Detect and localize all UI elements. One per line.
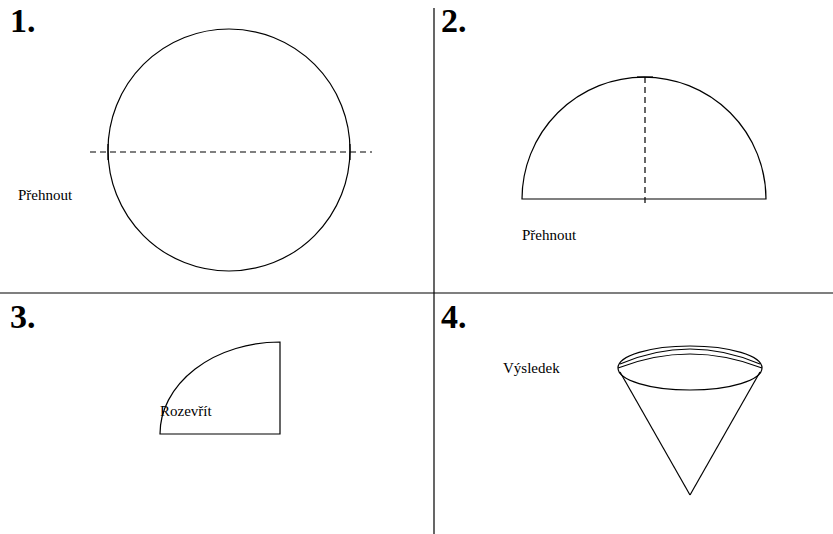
step-number: 4. — [441, 300, 467, 334]
half-circle — [522, 77, 766, 199]
step-instruction: Výsledek — [503, 361, 560, 376]
fold-tick — [107, 144, 108, 160]
fold-tick — [349, 144, 350, 160]
step-number: 2. — [441, 4, 467, 38]
paper-circle — [108, 29, 350, 271]
cone-rim — [618, 354, 762, 368]
fold-line — [644, 77, 645, 207]
divider-line — [433, 8, 434, 534]
step-number: 1. — [10, 4, 36, 38]
cone-side — [690, 372, 760, 495]
quarter-circle — [160, 342, 280, 434]
step-instruction: Přehnout — [18, 188, 72, 203]
cone-rim — [620, 349, 760, 364]
cone-side — [620, 372, 690, 495]
step-number: 3. — [10, 300, 36, 334]
fold-line — [90, 151, 372, 152]
step-instruction: Rozevřít — [160, 404, 212, 419]
divider-line — [0, 292, 833, 293]
cone-rim — [618, 346, 762, 390]
step-instruction: Přehnout — [522, 228, 576, 243]
fold-tick — [637, 76, 653, 77]
